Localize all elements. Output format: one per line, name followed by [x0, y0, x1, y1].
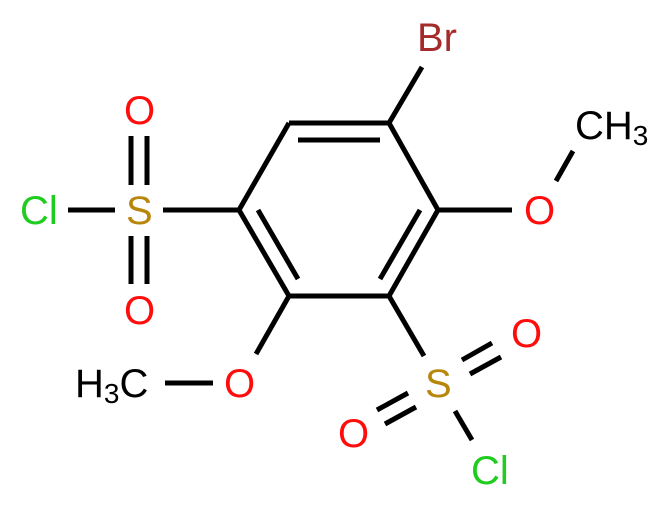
- bond-c-o-methoxy-left: [253, 294, 292, 356]
- methyl-group-right: CH3: [575, 104, 648, 151]
- methyl-group-left: H3C: [75, 362, 148, 409]
- bond-c-br: [386, 65, 425, 125]
- oxygen-atom-right-top: O: [511, 312, 542, 356]
- bromine-atom: Br: [417, 16, 457, 60]
- benzene-ring: [236, 120, 441, 299]
- oxygen-atom-left-top: O: [124, 89, 155, 133]
- oxygen-atom-methoxy-left: O: [224, 362, 255, 406]
- chlorine-atom-left: Cl: [20, 189, 58, 233]
- bond-c-s-right: [386, 294, 427, 358]
- sulfur-atom-left: S: [126, 189, 153, 233]
- chlorine-atom-right: Cl: [471, 449, 509, 493]
- oxygen-atom-right-bottom: O: [338, 412, 369, 456]
- oxygen-atom-methoxy-right: O: [524, 189, 555, 233]
- oxygen-atom-left-bottom: O: [124, 289, 155, 333]
- bond-o-ch3-right: [553, 149, 576, 183]
- bond-s-cl-right: [452, 409, 475, 442]
- sulfur-atom-right: S: [425, 362, 452, 406]
